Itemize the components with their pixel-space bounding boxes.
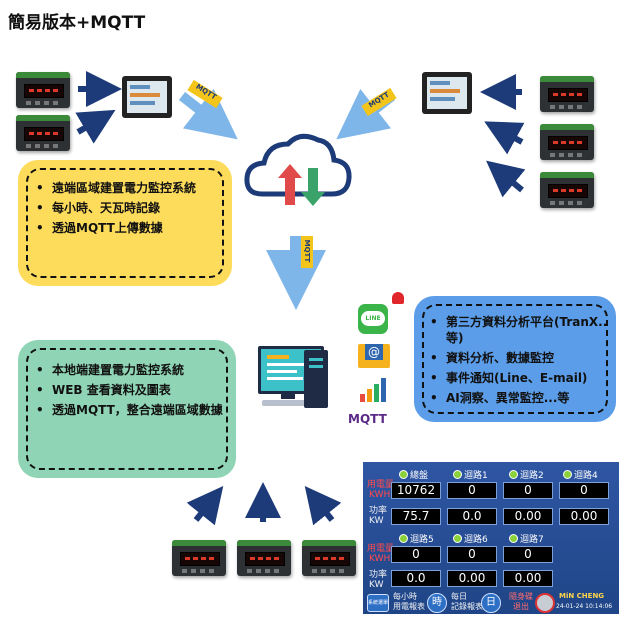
- kwh-value: 10762: [391, 482, 441, 499]
- local-item: 本地端建置電力監控系統: [34, 362, 230, 378]
- system-menu-button[interactable]: 系統選單: [367, 594, 389, 612]
- channel-header: 迴路2: [509, 468, 544, 481]
- arrow-up-right: [186, 485, 224, 526]
- usb-eject-button[interactable]: [535, 593, 555, 613]
- kw-value: 0.00: [503, 570, 553, 587]
- mqtt-tag-left: [187, 79, 223, 109]
- kw-value: 0.00: [503, 508, 553, 525]
- third-party-box: 第三方資料分析平台(TranX..等) 資料分析、數據監控 事件通知(Line、…: [414, 296, 616, 422]
- arrow-up-left: [486, 160, 526, 198]
- arrow-up-left: [484, 121, 525, 155]
- channel-header: 總盤: [399, 468, 428, 481]
- monitor-panel-screen: 總盤 迴路1 迴路2 迴路4 用電量 KWH 10762 0 0 0 功率 KW…: [363, 462, 619, 614]
- local-item: WEB 查看資料及圖表: [34, 382, 230, 398]
- remote-item: 遠端區域建置電力監控系統: [34, 180, 224, 196]
- power-meter: [302, 540, 356, 576]
- hourly-report-label-2: 用電報表: [393, 602, 425, 611]
- power-meter: [16, 72, 70, 108]
- channel-header: 迴路6: [453, 532, 488, 545]
- alarm-light-icon: [392, 292, 404, 304]
- kwh-value: 0: [447, 482, 497, 499]
- hmi-panel: [122, 76, 172, 118]
- local-item: 透過MQTT，整合遠端區域數據: [34, 402, 230, 418]
- line-app-icon: LINE: [358, 304, 388, 334]
- kwh-unit: KWH: [369, 490, 391, 500]
- power-meter: [540, 76, 594, 112]
- chart-icon: [358, 376, 392, 402]
- power-meter: [172, 540, 226, 576]
- third-party-item: 資料分析、數據監控: [428, 350, 610, 366]
- kwh-value: 0: [447, 546, 497, 563]
- power-meter: [237, 540, 291, 576]
- kw-unit: KW: [369, 516, 384, 526]
- datetime-readout: 24-01-24 10:14:06: [556, 603, 613, 610]
- arrow-up-left: [304, 485, 342, 526]
- email-icon: @: [358, 344, 390, 368]
- daily-report-button[interactable]: 日: [481, 593, 501, 613]
- kwh-value: 0: [559, 482, 609, 499]
- brand-logo: MiN CHENG: [559, 592, 605, 600]
- remote-item: 每小時、天瓦時記錄: [34, 200, 224, 216]
- channel-header: 迴路1: [453, 468, 488, 481]
- kw-label: 功率: [369, 570, 388, 580]
- third-party-item: 事件通知(Line、E-mail): [428, 370, 610, 386]
- page-title: 簡易版本+MQTT: [8, 13, 146, 33]
- daily-report-label-2: 記錄報表: [451, 602, 483, 611]
- third-party-item: AI洞察、異常監控...等: [428, 390, 610, 406]
- usb-eject-label-2: 退出: [513, 602, 529, 611]
- mqtt-tag-center: [301, 236, 313, 268]
- monitor-stand: [281, 391, 295, 399]
- channel-header: 迴路7: [509, 532, 544, 545]
- arrow-up-right: [75, 109, 116, 144]
- keyboard-icon: [262, 400, 314, 406]
- daily-report-label-1: 每日: [451, 592, 467, 601]
- hourly-report-button[interactable]: 時: [427, 593, 447, 613]
- kw-value: 0.00: [447, 570, 497, 587]
- hmi-panel: [422, 72, 472, 114]
- kw-value: 0.0: [391, 570, 441, 587]
- power-meter: [540, 124, 594, 160]
- kwh-label: 用電量: [367, 480, 395, 490]
- channel-header: 迴路5: [399, 532, 434, 545]
- power-meter: [540, 172, 594, 208]
- kwh-label: 用電量: [367, 544, 395, 554]
- hourly-report-label-1: 每小時: [393, 592, 417, 601]
- kw-label: 功率: [369, 506, 388, 516]
- channel-header: 迴路4: [563, 468, 598, 481]
- remote-item: 透過MQTT上傳數據: [34, 220, 224, 236]
- third-party-item: 第三方資料分析平台(TranX..等): [428, 314, 610, 346]
- mqtt-arrow-left: [178, 88, 238, 140]
- kwh-value: 0: [503, 546, 553, 563]
- pc-tower-icon: [304, 350, 328, 408]
- usb-eject-label-1: 隨身碟: [509, 592, 533, 601]
- mqtt-tag-right: [361, 87, 397, 117]
- cloud-icon: [244, 133, 352, 206]
- kw-value: 75.7: [391, 508, 441, 525]
- power-meter: [16, 115, 70, 151]
- kwh-value: 0: [391, 546, 441, 563]
- kwh-unit: KWH: [369, 554, 391, 564]
- mqtt-logo: MQTT: [348, 412, 387, 426]
- kw-value: 0.0: [447, 508, 497, 525]
- remote-system-box: 遠端區域建置電力監控系統 每小時、天瓦時記錄 透過MQTT上傳數據: [18, 160, 232, 286]
- local-system-box: 本地端建置電力監控系統 WEB 查看資料及圖表 透過MQTT，整合遠端區域數據: [18, 340, 236, 478]
- kw-value: 0.00: [559, 508, 609, 525]
- mqtt-label-center: MQTT: [303, 239, 311, 263]
- kwh-value: 0: [503, 482, 553, 499]
- kw-unit: KW: [369, 580, 384, 590]
